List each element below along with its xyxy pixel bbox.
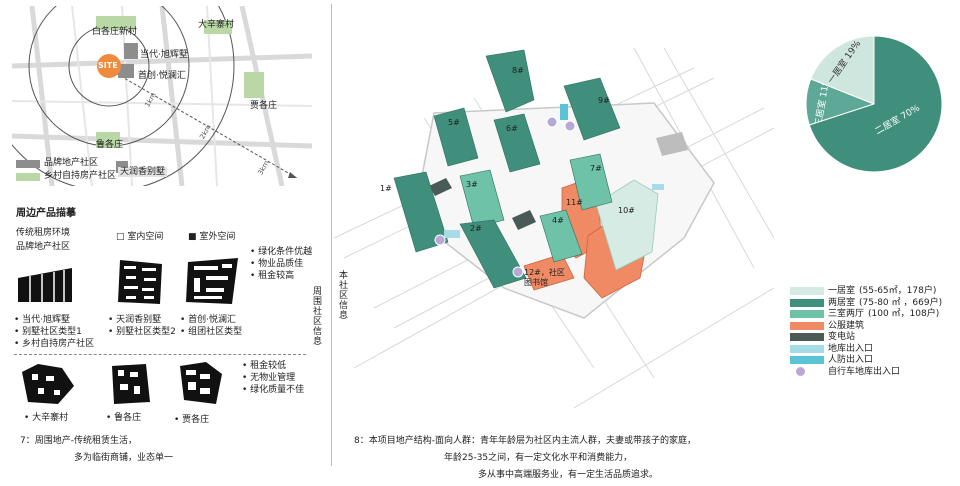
building-5: 5# <box>448 118 460 127</box>
map-legend-village: 乡村自持房产社区 <box>44 171 117 181</box>
figure-ground-brand <box>18 268 72 302</box>
village-label-daxinzhai: 大辛寨村 <box>198 20 235 30</box>
village-label-baigezhuang: 白各庄新村 <box>92 27 138 37</box>
pie-slice-0 <box>810 35 875 105</box>
building-4: 4# <box>552 216 564 225</box>
building-1: 1# <box>380 184 392 193</box>
legend-label-0: 一居室 <box>828 286 856 296</box>
village-name-3: • 贾各庄 <box>174 415 210 425</box>
legend-label-4: 变电站 <box>828 332 856 342</box>
feature-bottom-2: • 无物业管理 <box>242 373 296 383</box>
site-label: SITE <box>98 61 118 70</box>
building-2: 2# <box>470 224 482 233</box>
feature-top-3: • 租金较高 <box>250 271 295 281</box>
legend-swatch-6 <box>790 356 824 364</box>
caption-8-line3: 多从事中高端服务业，有一定生活品质追求。 <box>478 470 659 480</box>
building-8: 8# <box>512 66 524 75</box>
project-label-shouchuang: 首创·悦澜汇 <box>138 71 186 81</box>
key-indoor: □ 室内空间 <box>116 232 164 242</box>
key-outdoor: ■ 室外空间 <box>188 232 236 242</box>
figure-ground-group <box>186 258 238 304</box>
caption-8-line2: 年龄25-35之间，有一定文化水平和消费能力， <box>444 453 633 463</box>
feature-bottom-1: • 租金较低 <box>242 361 287 371</box>
legend-swatch-7 <box>796 366 805 376</box>
group1-item-3: • 乡村自持房产社区 <box>14 339 95 349</box>
building-3: 3# <box>466 180 478 189</box>
panel-divider <box>331 4 332 466</box>
building-12-library: 12#，社区图书馆 <box>524 268 565 287</box>
pie-slice-1 <box>808 35 943 173</box>
group1-item-1: • 当代·旭辉墅 <box>14 315 71 325</box>
figure-ground-jiagezhuang <box>180 362 222 404</box>
figure-ground-villa2 <box>118 260 162 304</box>
legend-label-7: 自行车地库出入口 <box>828 366 901 377</box>
village-label-lugezhuang: 鲁各庄 <box>96 140 124 150</box>
legend-detail-1: (75-80 ㎡ ，669户) <box>859 297 943 308</box>
feature-bottom-3: • 绿化质量不佳 <box>242 385 305 395</box>
village-label-jiagezhuang: 贾各庄 <box>250 101 278 111</box>
group3-item-1: • 首创·悦澜汇 <box>180 315 237 325</box>
legend-label-1: 两居室 <box>828 297 856 308</box>
figure-ground-lugezhuang <box>112 364 150 404</box>
legend-detail-2: (100 ㎡，108户) <box>868 309 940 319</box>
legend-swatch-1 <box>790 298 824 307</box>
products-heading: 周边产品描摹 <box>16 208 76 219</box>
caption-8-line1: 8：本项目地产结构-面向人群：青年年龄层为社区内主流人群，夫妻或带孩子的家庭， <box>354 436 696 446</box>
building-11: 11# <box>566 198 583 207</box>
legend-label-5: 地库出入口 <box>828 343 874 354</box>
left-type-2: 品牌地产社区 <box>16 242 71 252</box>
legend-label-3: 公服建筑 <box>828 320 865 331</box>
map-legend-swatch-village <box>16 173 40 181</box>
legend-label-2: 三室两厅 <box>828 309 865 319</box>
group2-item-2: • 别墅社区类型2 <box>108 327 176 337</box>
feature-top-2: • 物业品质佳 <box>250 259 304 269</box>
unit-mix-pie-chart: 三居室 11%一居室 19%二居室 70% <box>805 35 943 173</box>
caption-7-line2: 多为临街商铺，业态单一 <box>74 453 174 463</box>
legend-detail-0: (55-65㎡，178户) <box>859 286 937 296</box>
village-name-1: • 大辛寨村 <box>24 413 69 423</box>
map-legend-swatch-brand <box>16 160 40 168</box>
feature-top-1: • 绿化条件优越 <box>250 247 313 257</box>
legend-swatch-2 <box>790 310 824 318</box>
project-label-tianrun: 天润香别墅 <box>118 167 168 178</box>
building-9: 9# <box>598 96 610 105</box>
village-name-2: • 鲁各庄 <box>106 413 142 423</box>
legend-swatch-3 <box>790 321 824 330</box>
group1-item-2: • 别墅社区类型1 <box>14 327 82 337</box>
community-vertical-label: 本社区信息 <box>337 270 347 320</box>
site-plan <box>334 47 774 409</box>
group2-item-1: • 天润香别墅 <box>108 315 162 325</box>
legend-swatch-0 <box>790 287 824 295</box>
legend-swatch-4 <box>790 333 824 341</box>
building-6: 6# <box>506 124 518 133</box>
location-map <box>12 6 312 186</box>
legend-label-6: 人防出入口 <box>828 355 874 365</box>
group3-item-2: • 组团社区类型 <box>180 327 243 337</box>
left-type-1: 传统租房环境 <box>16 228 71 238</box>
building-10: 10# <box>618 206 635 215</box>
legend-swatch-5 <box>790 344 824 353</box>
map-legend-brand: 品牌地产社区 <box>44 158 99 168</box>
project-label-dangdai: 当代·旭辉墅 <box>140 50 188 60</box>
section-divider <box>14 354 306 355</box>
caption-7-line1: 7：周围地产-传统租赁生活， <box>20 436 137 446</box>
figure-ground-daxinzhai <box>22 364 74 404</box>
surrounding-vertical-label: 周围社区信息 <box>311 286 321 346</box>
building-7: 7# <box>590 164 602 173</box>
